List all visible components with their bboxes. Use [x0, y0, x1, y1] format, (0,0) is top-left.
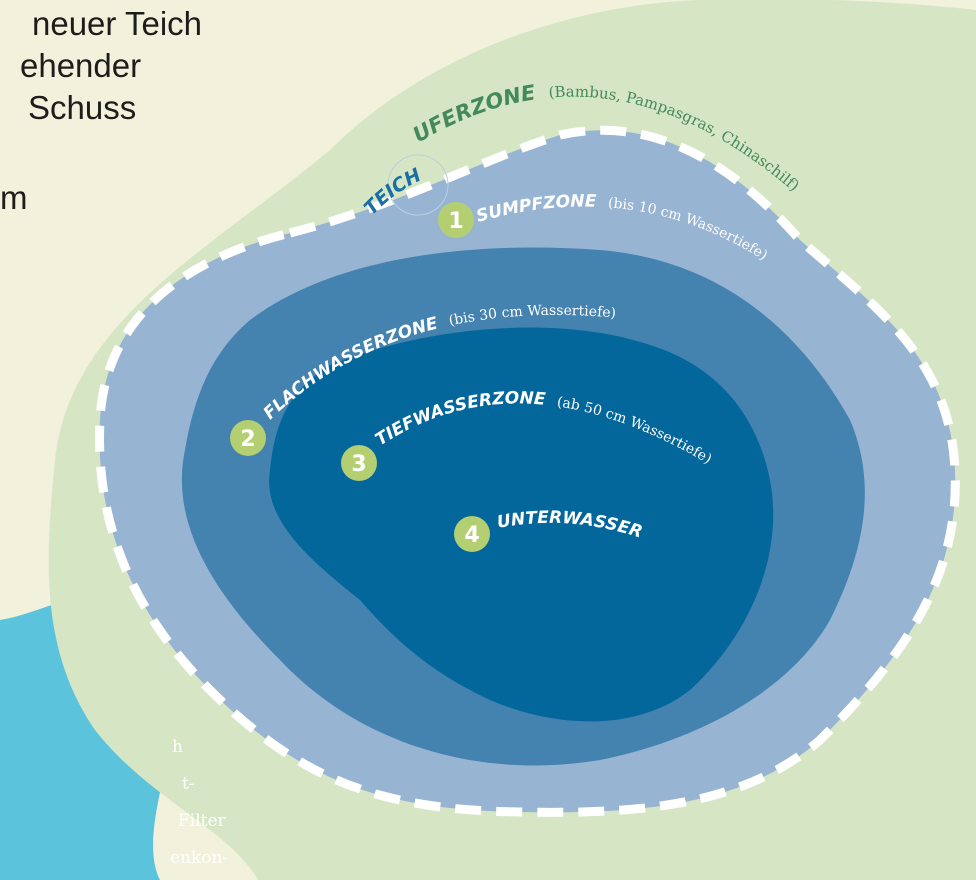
page-text-line: m — [0, 179, 28, 216]
side-panel-line: t- — [182, 774, 195, 794]
zone3-badge: 3 — [341, 445, 377, 481]
zone2-badge: 2 — [230, 420, 266, 456]
zone4-badge: 4 — [454, 516, 490, 552]
side-panel-line: Filter — [178, 811, 226, 831]
page-text-line: Schuss — [28, 89, 137, 126]
zone3-shape — [269, 327, 774, 722]
zone2-number: 2 — [240, 427, 255, 452]
teich-bubble — [387, 154, 449, 216]
side-panel-text: h t- Filter enkon- — [170, 735, 228, 868]
side-panel-line: h — [172, 737, 183, 757]
side-panel-line: enkon- — [170, 848, 229, 868]
zone3-number: 3 — [351, 452, 366, 477]
zone1-number: 1 — [448, 209, 463, 234]
zone1-badge: 1 — [438, 202, 474, 238]
page-text-line: ehender — [20, 47, 142, 84]
zone4-number: 4 — [464, 523, 479, 548]
page-text: neuer Teich ehender Schuss m — [0, 0, 202, 216]
page-text-line: neuer Teich — [32, 5, 203, 42]
